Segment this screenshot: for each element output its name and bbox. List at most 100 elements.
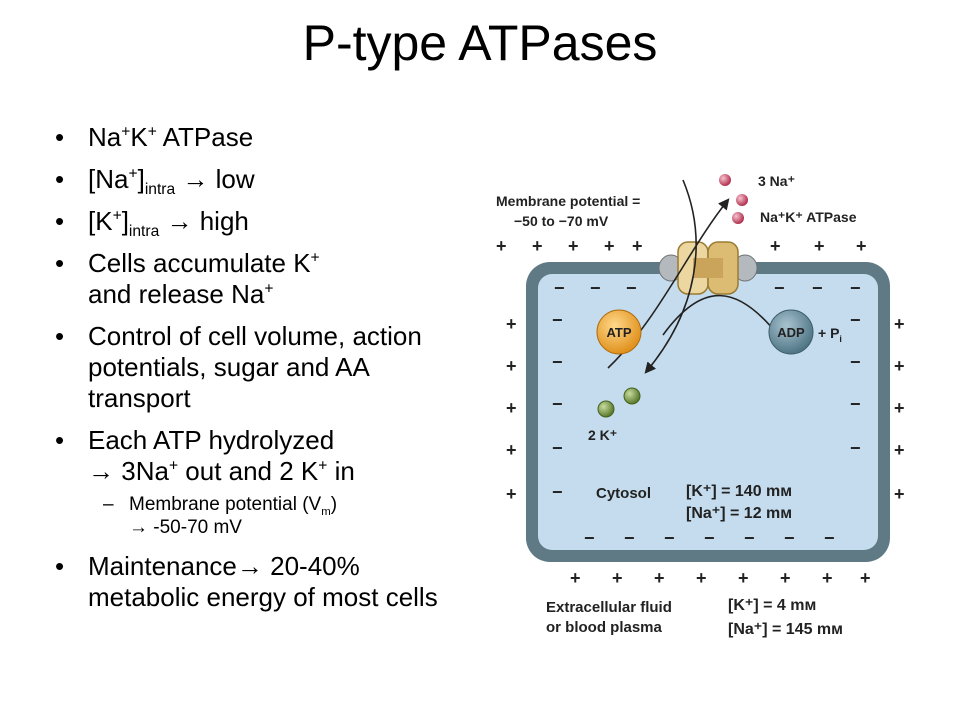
arrow-icon: → xyxy=(236,551,271,581)
atp-label: ATP xyxy=(606,325,631,340)
text: ) xyxy=(330,494,338,515)
membrane-potential-value: −50 to −70 mV xyxy=(514,213,609,229)
text: high xyxy=(199,206,249,236)
plus-sign: + xyxy=(696,568,707,588)
extra-na-concentration: [Na⁺] = 145 mм xyxy=(728,621,843,638)
na-ion-icon xyxy=(719,174,731,186)
plus-sign: + xyxy=(654,568,665,588)
minus-sign: − xyxy=(744,528,755,548)
plus-sign: + xyxy=(894,440,905,460)
plus-sign: + xyxy=(632,236,643,256)
text: low xyxy=(215,164,255,194)
plus-sign: + xyxy=(506,484,517,504)
minus-sign: − xyxy=(774,278,785,298)
minus-sign: − xyxy=(552,394,563,414)
text: ] xyxy=(137,164,145,194)
bullet-control: Control of cell volume, action potential… xyxy=(55,321,445,414)
cytosol-k-concentration: [K⁺] = 140 mм xyxy=(686,483,792,500)
arrow-icon: → xyxy=(88,456,122,486)
superscript: + xyxy=(318,457,328,475)
text: -50-70 mV xyxy=(153,517,242,538)
cytosol-label: Cytosol xyxy=(596,485,651,502)
adp-label: ADP xyxy=(777,325,805,340)
minus-sign: − xyxy=(626,278,637,298)
plus-sign: + xyxy=(532,236,543,256)
superscript: + xyxy=(264,280,274,298)
text: [K xyxy=(88,206,113,236)
text: 3Na xyxy=(121,456,169,486)
pi-label: + Pi xyxy=(818,325,842,344)
text: Control of cell volume, action potential… xyxy=(88,321,422,413)
superscript: + xyxy=(310,249,320,267)
pi-text: + P xyxy=(818,325,839,341)
text: Membrane potential (V xyxy=(129,494,322,515)
minus-sign: − xyxy=(850,278,861,298)
plus-sign: + xyxy=(612,568,623,588)
text: ] xyxy=(121,206,129,236)
minus-sign: − xyxy=(552,482,563,502)
plus-sign: + xyxy=(894,356,905,376)
subscript: intra xyxy=(128,223,160,241)
text: and release Na xyxy=(88,279,265,309)
plus-sign: + xyxy=(856,236,867,256)
text: K xyxy=(130,122,148,152)
minus-sign: − xyxy=(664,528,675,548)
k-ion-icon xyxy=(623,387,641,405)
subscript: m xyxy=(321,505,331,518)
bullet-na-intra: [Na+]intra → low xyxy=(55,164,445,197)
k-in-label: 2 K⁺ xyxy=(588,427,617,443)
bullet-k-intra: [K+]intra → high xyxy=(55,206,445,241)
superscript: + xyxy=(147,123,157,141)
text: [Na xyxy=(88,164,129,194)
superscript: + xyxy=(168,457,179,475)
plus-sign: + xyxy=(860,568,871,588)
minus-sign: − xyxy=(850,394,861,414)
minus-sign: − xyxy=(552,352,563,372)
text: Each ATP hydrolyzed xyxy=(88,425,335,455)
atp-sphere-icon xyxy=(596,309,642,355)
slide-title: P-type ATPases xyxy=(302,15,658,71)
plus-sign: + xyxy=(568,236,579,256)
extracellular-label-2: or blood plasma xyxy=(546,619,663,636)
minus-sign: − xyxy=(584,528,595,548)
na-ion-icon xyxy=(732,212,744,224)
atp-to-adp-arrow xyxy=(662,294,780,337)
minus-sign: − xyxy=(850,352,861,372)
plus-sign: + xyxy=(894,484,905,504)
text: Na xyxy=(88,122,122,152)
bullet-each-atp: Each ATP hydrolyzed→ 3Na+ out and 2 K+ i… xyxy=(55,425,445,487)
bullet-maintenance: Maintenance→ 20-40% metabolic energy of … xyxy=(55,551,445,613)
superscript: + xyxy=(128,165,138,183)
plus-sign: + xyxy=(506,356,517,376)
arrow-icon: → xyxy=(159,206,200,236)
minus-sign: − xyxy=(552,310,563,330)
na-out-label: 3 Na⁺ xyxy=(758,173,795,189)
text: in xyxy=(327,456,355,486)
plus-sign: + xyxy=(570,568,581,588)
text: 20-40% metabolic energy of most cells xyxy=(88,551,438,612)
plus-sign: + xyxy=(780,568,791,588)
plus-sign: + xyxy=(894,398,905,418)
minus-sign: − xyxy=(850,310,861,330)
k-ion-icon xyxy=(597,400,615,418)
extracellular-label: Extracellular fluid xyxy=(546,599,672,616)
minus-sign: − xyxy=(812,278,823,298)
pi-subscript: i xyxy=(839,334,842,344)
minus-sign: − xyxy=(590,278,601,298)
plus-sign: + xyxy=(770,236,781,256)
plus-sign: + xyxy=(496,236,507,256)
adp-sphere-icon xyxy=(768,309,814,355)
pump-label: Na⁺K⁺ ATPase xyxy=(760,209,857,225)
plus-sign: + xyxy=(506,440,517,460)
plus-sign: + xyxy=(822,568,833,588)
plus-sign: + xyxy=(738,568,749,588)
plus-sign: + xyxy=(814,236,825,256)
superscript: + xyxy=(121,123,131,141)
na-ion-icon xyxy=(736,194,748,206)
plus-sign: + xyxy=(506,314,517,334)
plus-sign: + xyxy=(894,314,905,334)
minus-sign: − xyxy=(554,278,565,298)
membrane-potential-label: Membrane potential = xyxy=(496,193,640,209)
text: Cells accumulate K xyxy=(88,248,311,278)
positive-charges: + + + + + + + + + + + + + + + + + + + + … xyxy=(496,236,905,588)
